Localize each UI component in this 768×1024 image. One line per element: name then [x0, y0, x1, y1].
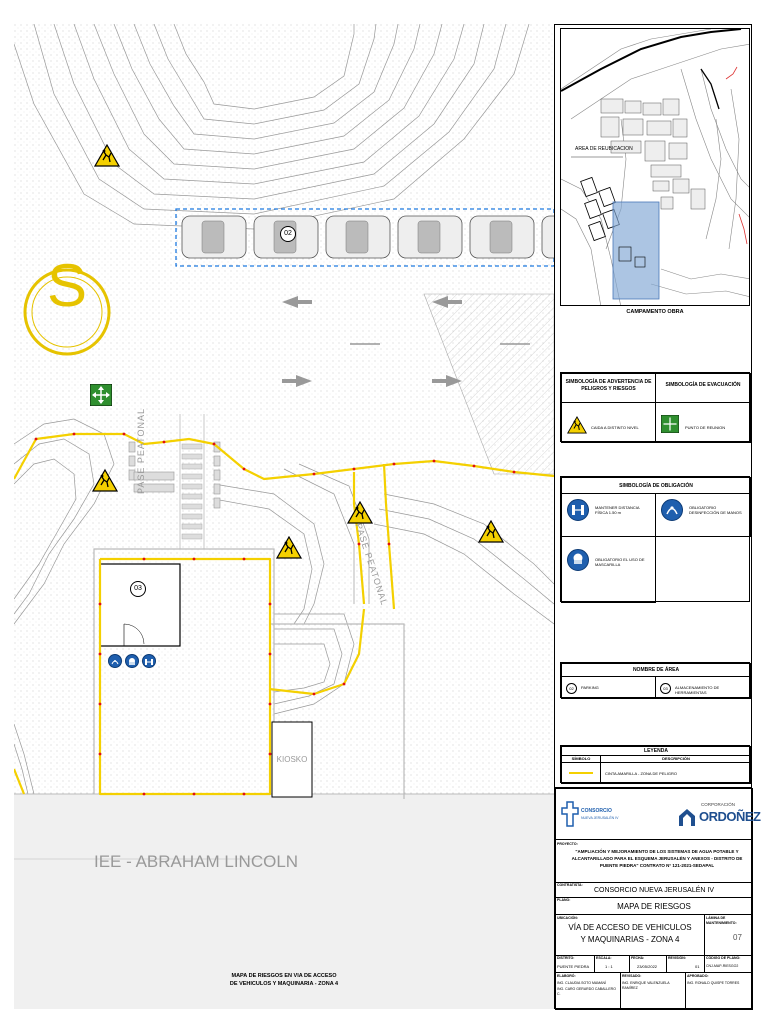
plan-code-label: CÓDIGO DE PLANO:	[706, 956, 741, 960]
legend-title: LEYENDA	[644, 748, 668, 754]
meeting-point-icon	[90, 384, 112, 406]
pedestrian-crossing-label-left: PASE PEATONAL	[136, 407, 146, 494]
helipad-letter: S	[47, 252, 88, 319]
obligation-item-mask: OBLIGATORIO EL USO DE MASCARILLA	[595, 557, 645, 567]
district-value: PUENTE PIEDRA	[557, 964, 590, 969]
sheet-label: LÁMINA DE MANTENIMIENTO:	[706, 916, 737, 925]
site-plan: S 02 03 PASE PEATONAL PASE PEATONAL KIOS…	[14, 24, 554, 1009]
yellow-tape-symbol	[569, 772, 593, 774]
consorcio-logo-subtext: NUEVA JERUSALÉN IV	[581, 816, 619, 820]
obligation-item-distance: MANTENER DISTANCIA FÍSICA 1.50 m	[595, 505, 640, 515]
area-names-table: NOMBRE DE ÁREA 02 PARKING 03 ALMACENAMIE…	[560, 662, 751, 699]
ordonez-roof-icon	[679, 809, 695, 826]
evacuation-legend-title: SIMBOLOGÍA DE EVACUACIÓN	[665, 382, 741, 388]
location-value-line-2: Y MAQUINARIAS - ZONA 4	[580, 935, 680, 944]
physical-distance-icon	[142, 654, 156, 668]
elaborated-label: ELABORÓ:	[557, 974, 576, 978]
warning-legend-title: SIMBOLOGÍA DE ADVERTENCIA DE PELIGROS Y …	[565, 379, 652, 392]
warning-evacuation-legend: SIMBOLOGÍA DE ADVERTENCIA DE PELIGROS Y …	[560, 372, 751, 443]
hand-disinfection-icon	[661, 499, 683, 521]
map-caption-line-1: MAPA DE RIESGOS EN VIA DE ACCESO	[231, 973, 337, 979]
project-text: "AMPLIACIÓN Y MEJORAMIENTO DE LOS SISTEM…	[571, 849, 743, 868]
plan-value: MAPA DE RIESGOS	[617, 902, 691, 911]
storage-building	[99, 563, 181, 647]
ordonez-logo-top: CORPORACIÓN	[701, 802, 736, 807]
map-bottom-caption: MAPA DE RIESGOS EN VIA DE ACCESO DE VEHI…	[214, 972, 354, 988]
plan-code-value: CNJ-MAP-RIESGO2	[706, 964, 739, 968]
fall-hazard-warning-icon	[94, 144, 120, 167]
date-value: 23/05/2022	[637, 964, 658, 969]
hand-disinfection-icon	[108, 654, 122, 668]
fall-hazard-warning-icon	[347, 501, 373, 524]
parking-area-badge: 02	[280, 226, 296, 242]
district-label: DISTRITO:	[557, 956, 575, 960]
area-names-title: NOMBRE DE ÁREA	[632, 667, 680, 673]
kiosk-building	[271, 721, 313, 798]
storage-area-badge: 03	[130, 581, 146, 597]
key-plan-caption: CAMPAMENTO OBRA	[626, 309, 684, 315]
site-plan-drawing	[14, 24, 554, 1009]
school-label: IEE - ABRAHAM LINCOLN	[94, 852, 299, 871]
parking-area-number: 02	[284, 230, 292, 237]
area-item-storage: ALMACENAMIENTO DE HERRAMIENTAS	[675, 685, 720, 695]
consorcio-cross-icon	[561, 801, 579, 827]
storage-area-number: 03	[134, 585, 142, 592]
location-value-line-1: VÍA DE ACCESO DE VEHICULOS	[568, 923, 692, 932]
area-item-parking: PARKING	[581, 685, 599, 690]
revision-value: 01	[695, 964, 700, 969]
contractor-value: CONSORCIO NUEVA JERUSALÉN IV	[593, 887, 715, 894]
elaborated-name-2: ING. CARO GERARDO CABALLERO C.	[557, 987, 616, 996]
scale-label: ESCALA:	[596, 956, 612, 960]
date-label: FECHA:	[631, 956, 645, 960]
fall-hazard-warning-icon	[92, 469, 118, 492]
sheet-value: 07	[733, 933, 742, 942]
relocation-area-label: AREA DE REUBICACION	[575, 146, 633, 152]
area-badge-parking: 02	[566, 683, 577, 694]
fall-hazard-warning-icon	[567, 416, 587, 434]
reviewed-name: ING. ENRIQUE VALENZUELA RAMÍREZ	[622, 981, 670, 990]
key-plan: AREA DE REUBICACION	[560, 28, 750, 306]
plan-label: PLANO:	[557, 898, 571, 902]
title-block: CONSORCIO NUEVA JERUSALÉN IV CORPORACIÓN…	[554, 787, 761, 1010]
area-badge-storage-number: 03	[663, 686, 668, 691]
legend-table: LEYENDA SÍMBOLO DESCRIPCIÓN CINTA AMARIL…	[560, 745, 751, 784]
fall-hazard-warning-icon	[276, 536, 302, 559]
legend-item-tape: CINTA AMARILLA - ZONA DE PELIGRO	[605, 771, 677, 776]
mask-required-icon	[567, 549, 589, 571]
warning-item-fall: CAIDA A DISTINTO NIVEL	[591, 425, 639, 430]
relocation-area-highlight	[612, 201, 660, 300]
key-plan-drawing	[561, 29, 749, 305]
obligation-item-hands: OBLIGATORIO DESINFECCIÓN DE MANOS	[689, 505, 742, 515]
location-label: UBICACIÓN:	[557, 916, 578, 920]
approved-name: ING. RONALD QUISPE TORRES	[687, 981, 740, 985]
meeting-point-icon	[661, 415, 679, 433]
ordonez-logo: CORPORACIÓN ORDOÑEZ	[677, 800, 761, 832]
ordonez-logo-name: ORDOÑEZ	[699, 809, 761, 824]
evacuation-item-meeting: PUNTO DE REUNION	[685, 425, 726, 430]
mask-required-icon	[125, 654, 139, 668]
elaborated-name-1: ING. CLAUDIA SOTO MAMANÍ	[557, 981, 606, 985]
info-panel	[554, 24, 752, 1009]
consorcio-logo-text: CONSORCIO	[581, 808, 612, 814]
area-badge-storage: 03	[660, 683, 671, 694]
scale-value: 1 : 1	[605, 964, 613, 969]
fall-hazard-warning-icon	[478, 520, 504, 543]
legend-col-description: DESCRIPCIÓN	[662, 756, 690, 761]
map-caption-line-2: DE VEHICULOS Y MAQUINARIA - ZONA 4	[229, 981, 339, 987]
physical-distance-icon	[567, 499, 589, 521]
parking-zone	[175, 208, 554, 267]
project-label: PROYECTO:	[557, 842, 578, 846]
obligation-legend-title: SIMBOLOGÍA DE OBLIGACIÓN	[619, 483, 693, 489]
kiosk-label: KIOSKO	[276, 755, 308, 764]
revision-label: REVISIÓN:	[668, 956, 686, 960]
obligation-legend: SIMBOLOGÍA DE OBLIGACIÓN MANTENER DISTAN…	[560, 476, 751, 603]
reviewed-label: REVISADO:	[622, 974, 642, 978]
area-badge-parking-number: 02	[569, 686, 574, 691]
approved-label: APROBADO:	[687, 974, 709, 978]
contractor-label: CONTRATISTA:	[557, 883, 583, 887]
consorcio-logo: CONSORCIO NUEVA JERUSALÉN IV	[561, 800, 631, 828]
legend-col-symbol: SÍMBOLO	[571, 756, 591, 761]
